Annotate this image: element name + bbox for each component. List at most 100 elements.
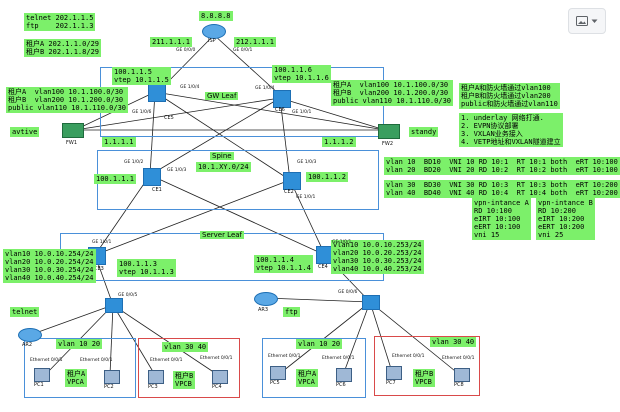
ce1-port-c: GE 1/0/3 bbox=[167, 168, 187, 173]
ce4-vtep-note: 100.1.1.4 vtep 10.1.1.4 bbox=[254, 255, 313, 273]
vpn-b-note: vpn-intance B RD 10:200 eIRT 10:200 eERT… bbox=[536, 198, 595, 240]
pc3-icon[interactable] bbox=[148, 370, 164, 384]
ce5-port-a: GE 1/0/4 bbox=[180, 85, 200, 90]
ar3-router-icon[interactable] bbox=[254, 292, 278, 306]
ce3-label: CE3 bbox=[94, 266, 104, 272]
ce3-vlan-note: vlan10 10.0.10.254/24 vlan20 10.0.20.254… bbox=[3, 249, 96, 283]
pc5-icon[interactable] bbox=[270, 366, 286, 380]
lsw2-switch-icon[interactable] bbox=[362, 295, 380, 310]
ce1-ip-label: 100.1.1.1 bbox=[94, 174, 136, 184]
lsw1-switch-icon[interactable] bbox=[105, 298, 123, 313]
server-leaf-label: Server Leaf bbox=[200, 231, 245, 239]
ce5-port-c: GE 1/0/6 bbox=[132, 110, 152, 115]
gw-leaf-label: GW Leaf bbox=[205, 92, 239, 100]
active-label: avtive bbox=[10, 127, 40, 137]
ce6-label: CE6 bbox=[275, 107, 285, 113]
eth-port-6: Ethernet 0/0/1 bbox=[322, 356, 355, 361]
pc3-label: PC3 bbox=[148, 384, 158, 390]
ce6-vlan-note: 租户A vlan100 10.1.100.0/30 租户B vlan200 10… bbox=[331, 80, 454, 106]
ce2-switch-icon[interactable] bbox=[283, 172, 301, 190]
ce6-port-a: GE 1/0/4 bbox=[255, 86, 275, 91]
ce6-vtep-note: 100.1.1.6 vtep 10.1.1.6 bbox=[272, 65, 331, 83]
bd-vni-note-1: vlan 10 BD10 VNI 10 RD 10:1 RT 10:1 both… bbox=[384, 157, 620, 175]
isp-router-icon[interactable] bbox=[202, 24, 226, 39]
pc8-icon[interactable] bbox=[454, 368, 470, 382]
vpca-left: 租户A VPCA bbox=[65, 369, 88, 387]
right-vlan30-40-area bbox=[374, 336, 480, 396]
vlan30-40-right: vlan 30 40 bbox=[430, 337, 477, 347]
ce4-vlan-note: vlan10 10.0.10.253/24 vlan20 10.0.20.253… bbox=[331, 240, 424, 274]
ce6-switch-icon[interactable] bbox=[273, 90, 291, 108]
pc4-label: PC4 bbox=[212, 384, 222, 390]
pc6-icon[interactable] bbox=[336, 368, 352, 382]
vpca-right: 租户A VPCA bbox=[296, 369, 319, 387]
isp-label: ISP bbox=[208, 38, 216, 44]
fw2-ip-label: 1.1.1.2 bbox=[322, 137, 356, 147]
vlan10-20-left: vlan 10 20 bbox=[56, 339, 103, 349]
vpcb-left: 租户B VPCB bbox=[173, 371, 196, 389]
tenant-public-ip-note: 租户A 202.1.1.0/29 租户B 202.1.1.8/29 bbox=[24, 39, 102, 57]
ar3-label: AR3 bbox=[258, 307, 269, 313]
spine-label: Spine bbox=[210, 152, 234, 160]
eth-port-5: Ethernet 0/0/1 bbox=[268, 354, 301, 359]
chevron-down-icon bbox=[591, 19, 598, 23]
right-vlan10-20-area bbox=[262, 338, 366, 398]
ce4-port-a: GE 1/0/1 bbox=[332, 240, 352, 245]
ce3-vtep-note: 100.1.1.3 vtep 10.1.1.3 bbox=[117, 259, 176, 277]
pc2-icon[interactable] bbox=[104, 370, 120, 384]
left-vlan10-20-area bbox=[24, 338, 136, 398]
ce5-vtep-note: 100.1.1.5 vtep 10.1.1.5 bbox=[112, 67, 171, 85]
pc2-label: PC2 bbox=[104, 384, 114, 390]
pc1-label: PC1 bbox=[34, 382, 44, 388]
bd-vni-note-2: vlan 30 BD30 VNI 30 RD 10:3 RT 10:3 both… bbox=[384, 180, 620, 198]
sw-port-a: GE 0/0/5 bbox=[118, 293, 138, 298]
eth-port-1: Ethernet 0/0/1 bbox=[30, 358, 63, 363]
steps-note: 1. underlay 网络打通. 2. EVPN协议部署 3. VXLAN业务… bbox=[459, 113, 563, 147]
isp-port-r: GE 0/0/1 bbox=[233, 48, 253, 53]
pc7-label: PC7 bbox=[386, 380, 396, 386]
image-icon bbox=[576, 16, 588, 26]
ar2-label: AR2 bbox=[22, 342, 33, 348]
fw1-firewall-icon[interactable] bbox=[62, 123, 84, 138]
ce2-port-a: GE 1/0/3 bbox=[297, 160, 317, 165]
ce5-label: CE5 bbox=[164, 115, 174, 121]
eth-port-8: Ethernet 0/0/1 bbox=[442, 356, 475, 361]
pc8-label: PC8 bbox=[454, 382, 464, 388]
fw1-ip-label: 1.1.1.1 bbox=[102, 137, 136, 147]
ce2-label: CE2 bbox=[284, 189, 294, 195]
ce4-label: CE4 bbox=[318, 264, 328, 270]
ce5-vlan-note: 租户A vlan100 10.1.100.0/30 租户B vlan200 10… bbox=[6, 87, 129, 113]
spine-net-label: 10.1.XY.0/24 bbox=[196, 162, 251, 172]
telnet-ftp-note: telnet 202.1.1.5 ftp 202.1.1.3 bbox=[24, 13, 96, 31]
isp-port-l: GE 0/0/0 bbox=[176, 48, 196, 53]
pc1-icon[interactable] bbox=[34, 368, 50, 382]
pc4-icon[interactable] bbox=[212, 370, 228, 384]
eth-port-7: Ethernet 0/0/1 bbox=[392, 354, 425, 359]
ce5-switch-icon[interactable] bbox=[148, 84, 166, 102]
eth-port-3: Ethernet 0/0/1 bbox=[150, 358, 183, 363]
vpcb-right: 租户B VPCB bbox=[413, 369, 436, 387]
image-options-button[interactable] bbox=[568, 8, 606, 34]
eth-port-2: Ethernet 0/0/1 bbox=[80, 358, 113, 363]
vlan10-20-right: vlan 10 20 bbox=[296, 339, 343, 349]
telnet-label: telnet bbox=[10, 307, 40, 317]
vpn-a-note: vpn-intance A RD 10:100 eIRT 10:100 eERT… bbox=[472, 198, 531, 240]
ce2-port-b: GE 1/0/1 bbox=[296, 195, 316, 200]
ce1-label: CE1 bbox=[152, 187, 162, 193]
isp-left-ip: 211.1.1.1 bbox=[150, 37, 192, 47]
pc7-icon[interactable] bbox=[386, 366, 402, 380]
firewall-note: 租户A和防火墙通过vlan100 租户B和防火墙通过vlan200 public… bbox=[459, 83, 560, 109]
fw2-firewall-icon[interactable] bbox=[378, 124, 400, 139]
ce1-port-a: GE 1/0/2 bbox=[124, 160, 144, 165]
ce2-ip-label: 100.1.1.2 bbox=[306, 172, 348, 182]
pc6-label: PC6 bbox=[336, 382, 346, 388]
ar2-router-icon[interactable] bbox=[18, 328, 42, 342]
eth-port-4: Ethernet 0/0/1 bbox=[200, 356, 233, 361]
isp-ip-note: 8.8.8.8 bbox=[199, 11, 233, 21]
fw1-label: FW1 bbox=[66, 140, 78, 146]
isp-right-ip: 212.1.1.1 bbox=[234, 37, 276, 47]
standy-label: standy bbox=[409, 127, 439, 137]
ce1-switch-icon[interactable] bbox=[143, 168, 161, 186]
left-vlan30-40-area bbox=[138, 338, 240, 398]
sw-port-b: GE 0/0/6 bbox=[338, 290, 358, 295]
